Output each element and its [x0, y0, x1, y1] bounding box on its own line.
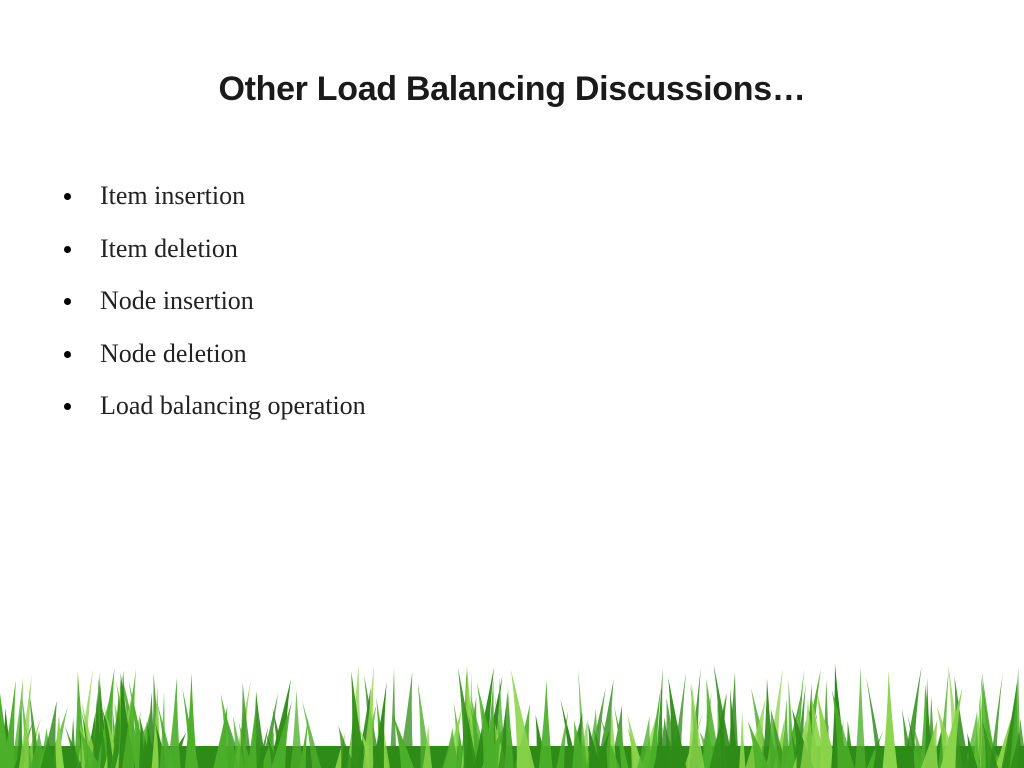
bullet-dot-icon [64, 298, 71, 305]
bullet-text: Node deletion [100, 338, 247, 368]
bullet-dot-icon [64, 403, 71, 410]
bullet-text: Item insertion [100, 181, 246, 210]
slide-title: Other Load Balancing Discussions… [218, 70, 806, 108]
bullet-text: Item deletion [100, 233, 238, 263]
bullet-dot-icon [64, 350, 71, 358]
grass-border-icon [0, 663, 1024, 768]
bullet-dot-icon [64, 245, 71, 253]
bullet-text: Load balancing operation [100, 391, 366, 420]
bullet-text: Node insertion [100, 286, 254, 315]
bullet-dot-icon [64, 193, 71, 200]
